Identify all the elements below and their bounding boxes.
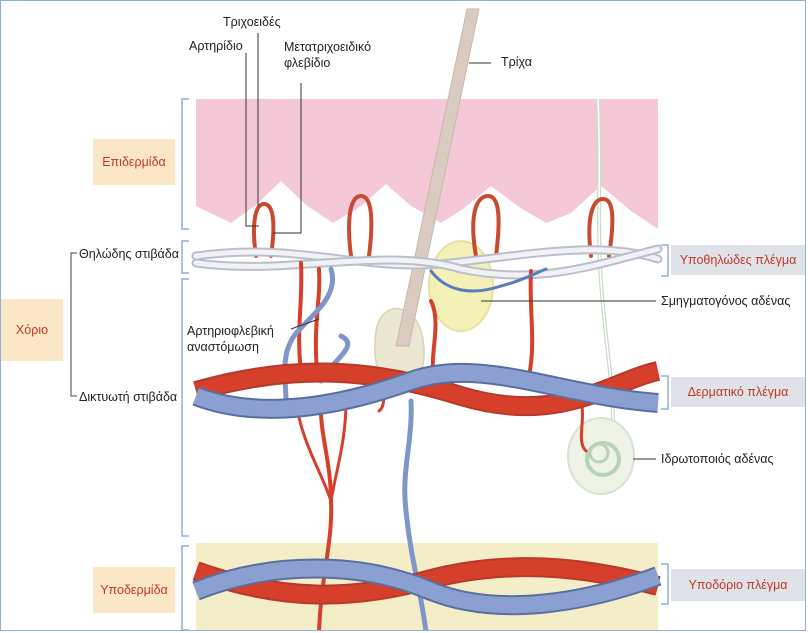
av-anastomosis-label: Αρτηριοφλεβική αναστόμωση bbox=[187, 323, 287, 355]
dermis-box: Χόριο bbox=[1, 299, 63, 361]
dermis-bracket bbox=[71, 253, 77, 396]
sebaceous-gland-label: Σμηγματογόνος αδένας bbox=[661, 294, 790, 309]
sweat-gland bbox=[568, 418, 634, 494]
hypodermis-box: Υποδερμίδα bbox=[93, 567, 175, 613]
sweat-gland-label: Ιδρωτοποιός αδένας bbox=[661, 452, 774, 467]
subpapillary-plexus-box: Υποθηλώδες πλέγμα bbox=[671, 245, 805, 275]
dermal-plexus-box: Δερματικό πλέγμα bbox=[671, 377, 805, 407]
papillary-layer-label: Θηλώδης στιβάδα bbox=[79, 247, 179, 262]
arteriole-label: Αρτηρίδιο bbox=[189, 39, 243, 54]
dermis-label: Χόριο bbox=[16, 323, 48, 337]
hair-label: Τρίχα bbox=[501, 55, 532, 70]
subpapillary-plexus-label: Υποθηλώδες πλέγμα bbox=[680, 253, 797, 267]
postcapillary-venule-label: Μετατριχοειδικό φλεβίδιο bbox=[284, 39, 394, 71]
hypodermis-label: Υποδερμίδα bbox=[100, 583, 168, 597]
reticular-layer-label: Δικτυωτή στιβάδα bbox=[79, 390, 177, 405]
capillaries-label: Τριχοειδές bbox=[223, 15, 281, 30]
dermal-plexus-label: Δερματικό πλέγμα bbox=[688, 385, 789, 399]
left-brackets bbox=[182, 99, 189, 630]
subdermal-plexus-label: Υποδόριο πλέγμα bbox=[688, 578, 787, 592]
subdermal-plexus-box: Υποδόριο πλέγμα bbox=[671, 569, 805, 601]
epidermis-label: Επιδερμίδα bbox=[102, 155, 166, 169]
sebaceous-gland bbox=[429, 241, 493, 331]
epidermis-box: Επιδερμίδα bbox=[93, 139, 175, 185]
